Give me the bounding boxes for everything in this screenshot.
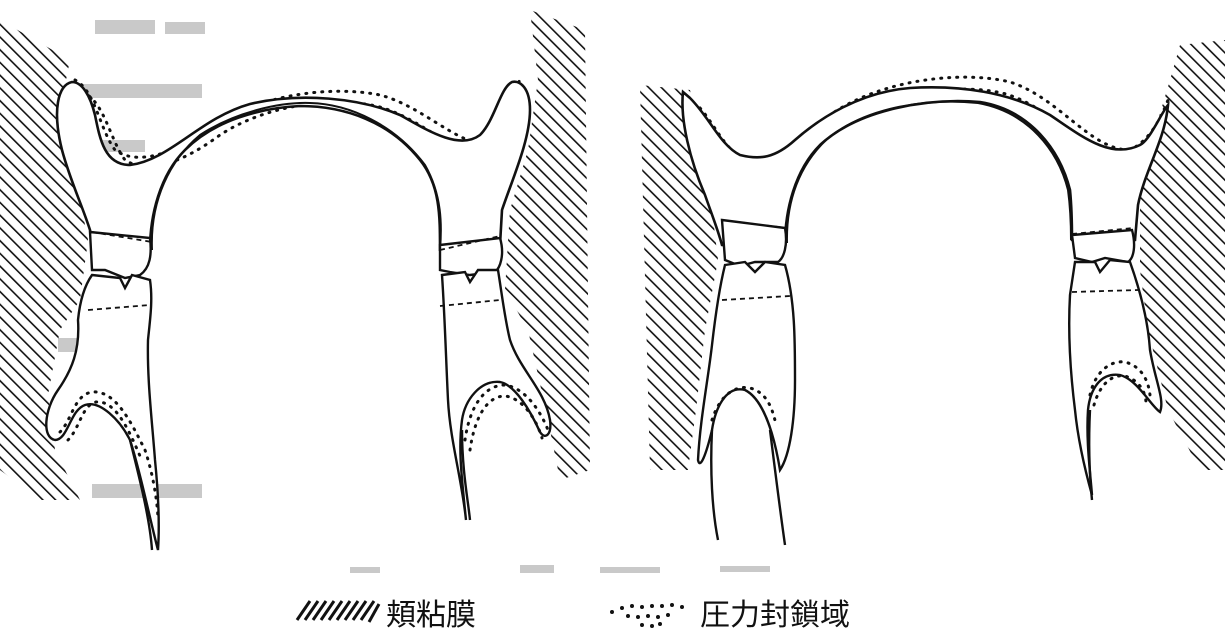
legend-label-buccal-mucosa: 頬粘膜 <box>386 598 476 633</box>
diagonal-hatch-icon <box>297 601 379 622</box>
legend-label-pressure-seal: 圧力封鎖域 <box>700 598 850 633</box>
dotted-zone-icon <box>610 603 684 628</box>
right-diagram <box>640 40 1225 545</box>
right-upper-tooth-right <box>1072 230 1134 262</box>
left-upper-tooth-left <box>90 232 151 278</box>
legend: 頬粘膜 圧力封鎖域 <box>297 598 850 633</box>
